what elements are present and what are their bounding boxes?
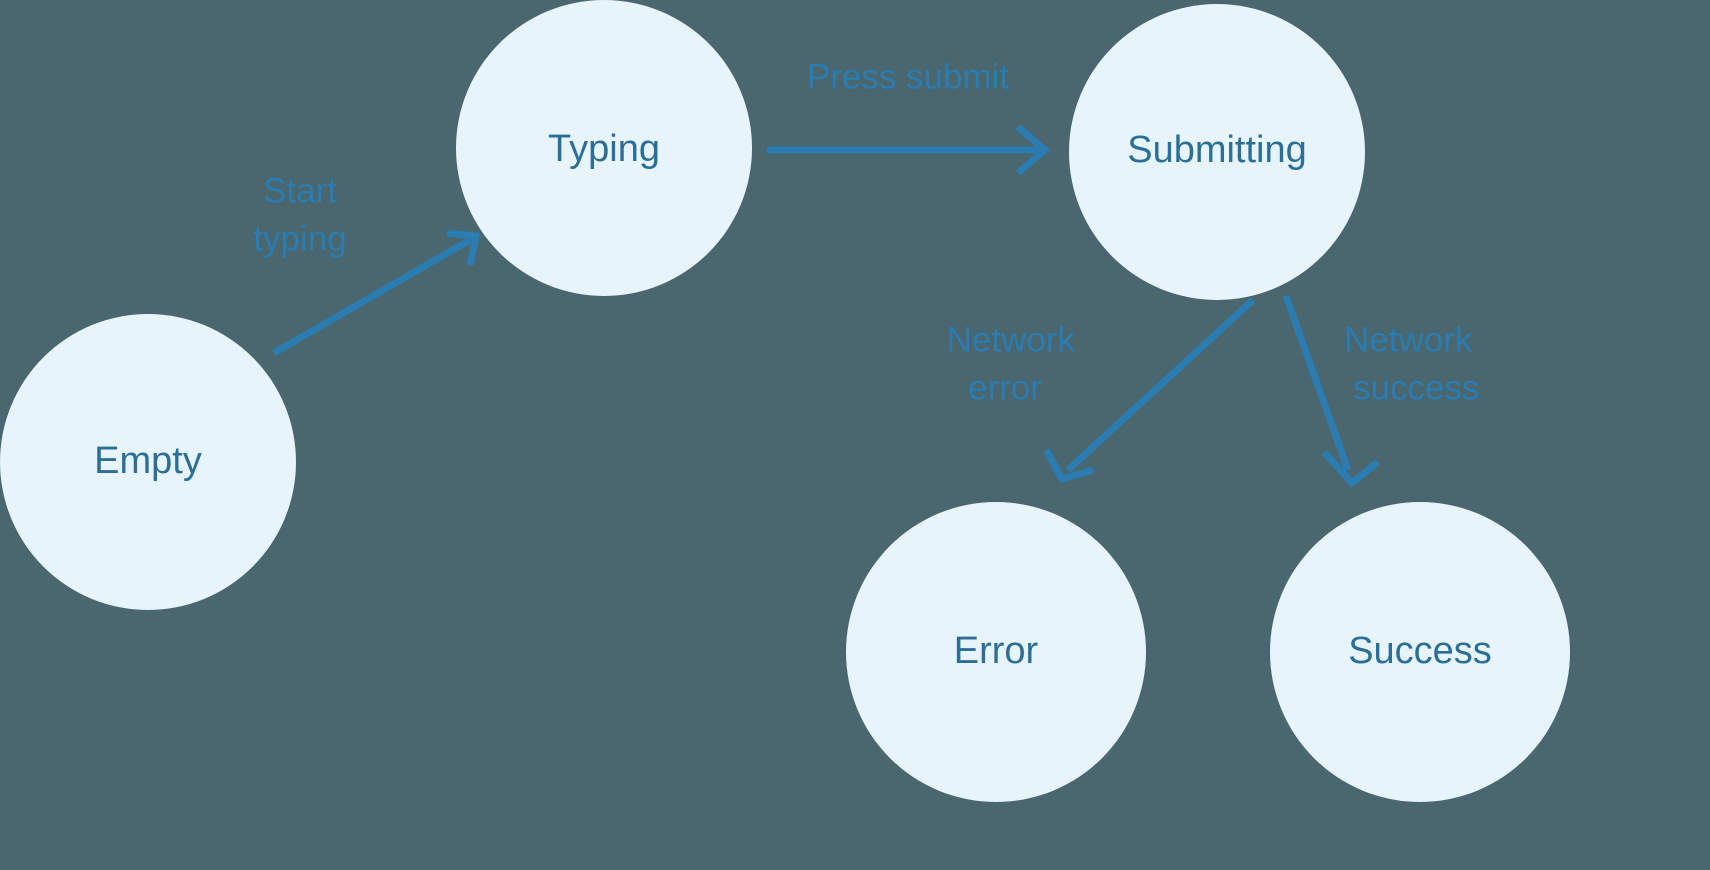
edge-typing-to-submitting-arrowhead <box>1015 124 1051 176</box>
node-typing-circle[interactable] <box>456 0 752 296</box>
edge-label-network-error-line2: error <box>968 368 1042 407</box>
edge-label-network-error: Network error <box>947 320 1076 407</box>
edge-label-network-success-line1: Network <box>1344 320 1473 359</box>
edge-label-start-typing-line1: Start <box>263 171 337 210</box>
edge-label-network-success-line2: success <box>1353 368 1479 407</box>
edge-empty-to-typing-line <box>272 236 472 357</box>
node-empty-label: Empty <box>94 440 202 482</box>
edge-label-network-success: Network success <box>1344 320 1479 407</box>
edge-submitting-to-error-arrowhead <box>1042 448 1094 484</box>
edge-submitting-to-success-arrowhead <box>1321 449 1381 488</box>
node-submitting[interactable]: Submitting <box>1069 4 1365 300</box>
node-error-circle[interactable] <box>846 502 1146 802</box>
edge-typing-to-submitting <box>767 124 1051 176</box>
node-typing-label: Typing <box>548 128 660 170</box>
node-error-label: Error <box>954 630 1039 672</box>
edge-label-press-submit: Press submit <box>807 57 1010 96</box>
edge-label-network-error-line1: Network <box>947 320 1076 359</box>
node-success[interactable]: Success <box>1270 502 1570 802</box>
edge-label-start-typing: Start typing <box>253 171 346 258</box>
node-empty-circle[interactable] <box>0 314 296 610</box>
node-typing[interactable]: Typing <box>456 0 752 296</box>
edge-submitting-to-error <box>1042 297 1256 484</box>
edge-submitting-to-success <box>1282 294 1381 488</box>
edge-label-press-submit-line1: Press submit <box>807 57 1010 96</box>
edge-label-start-typing-line2: typing <box>253 219 346 258</box>
node-success-circle[interactable] <box>1270 502 1570 802</box>
edge-submitting-to-success-line <box>1282 294 1352 472</box>
node-submitting-circle[interactable] <box>1069 4 1365 300</box>
edge-empty-to-typing <box>272 229 481 357</box>
node-submitting-label: Submitting <box>1127 129 1307 171</box>
edge-empty-to-typing-arrowhead <box>446 229 481 266</box>
node-empty[interactable]: Empty <box>0 314 296 610</box>
node-error[interactable]: Error <box>846 502 1146 802</box>
edge-submitting-to-error-line <box>1065 297 1256 473</box>
node-success-label: Success <box>1348 630 1492 672</box>
